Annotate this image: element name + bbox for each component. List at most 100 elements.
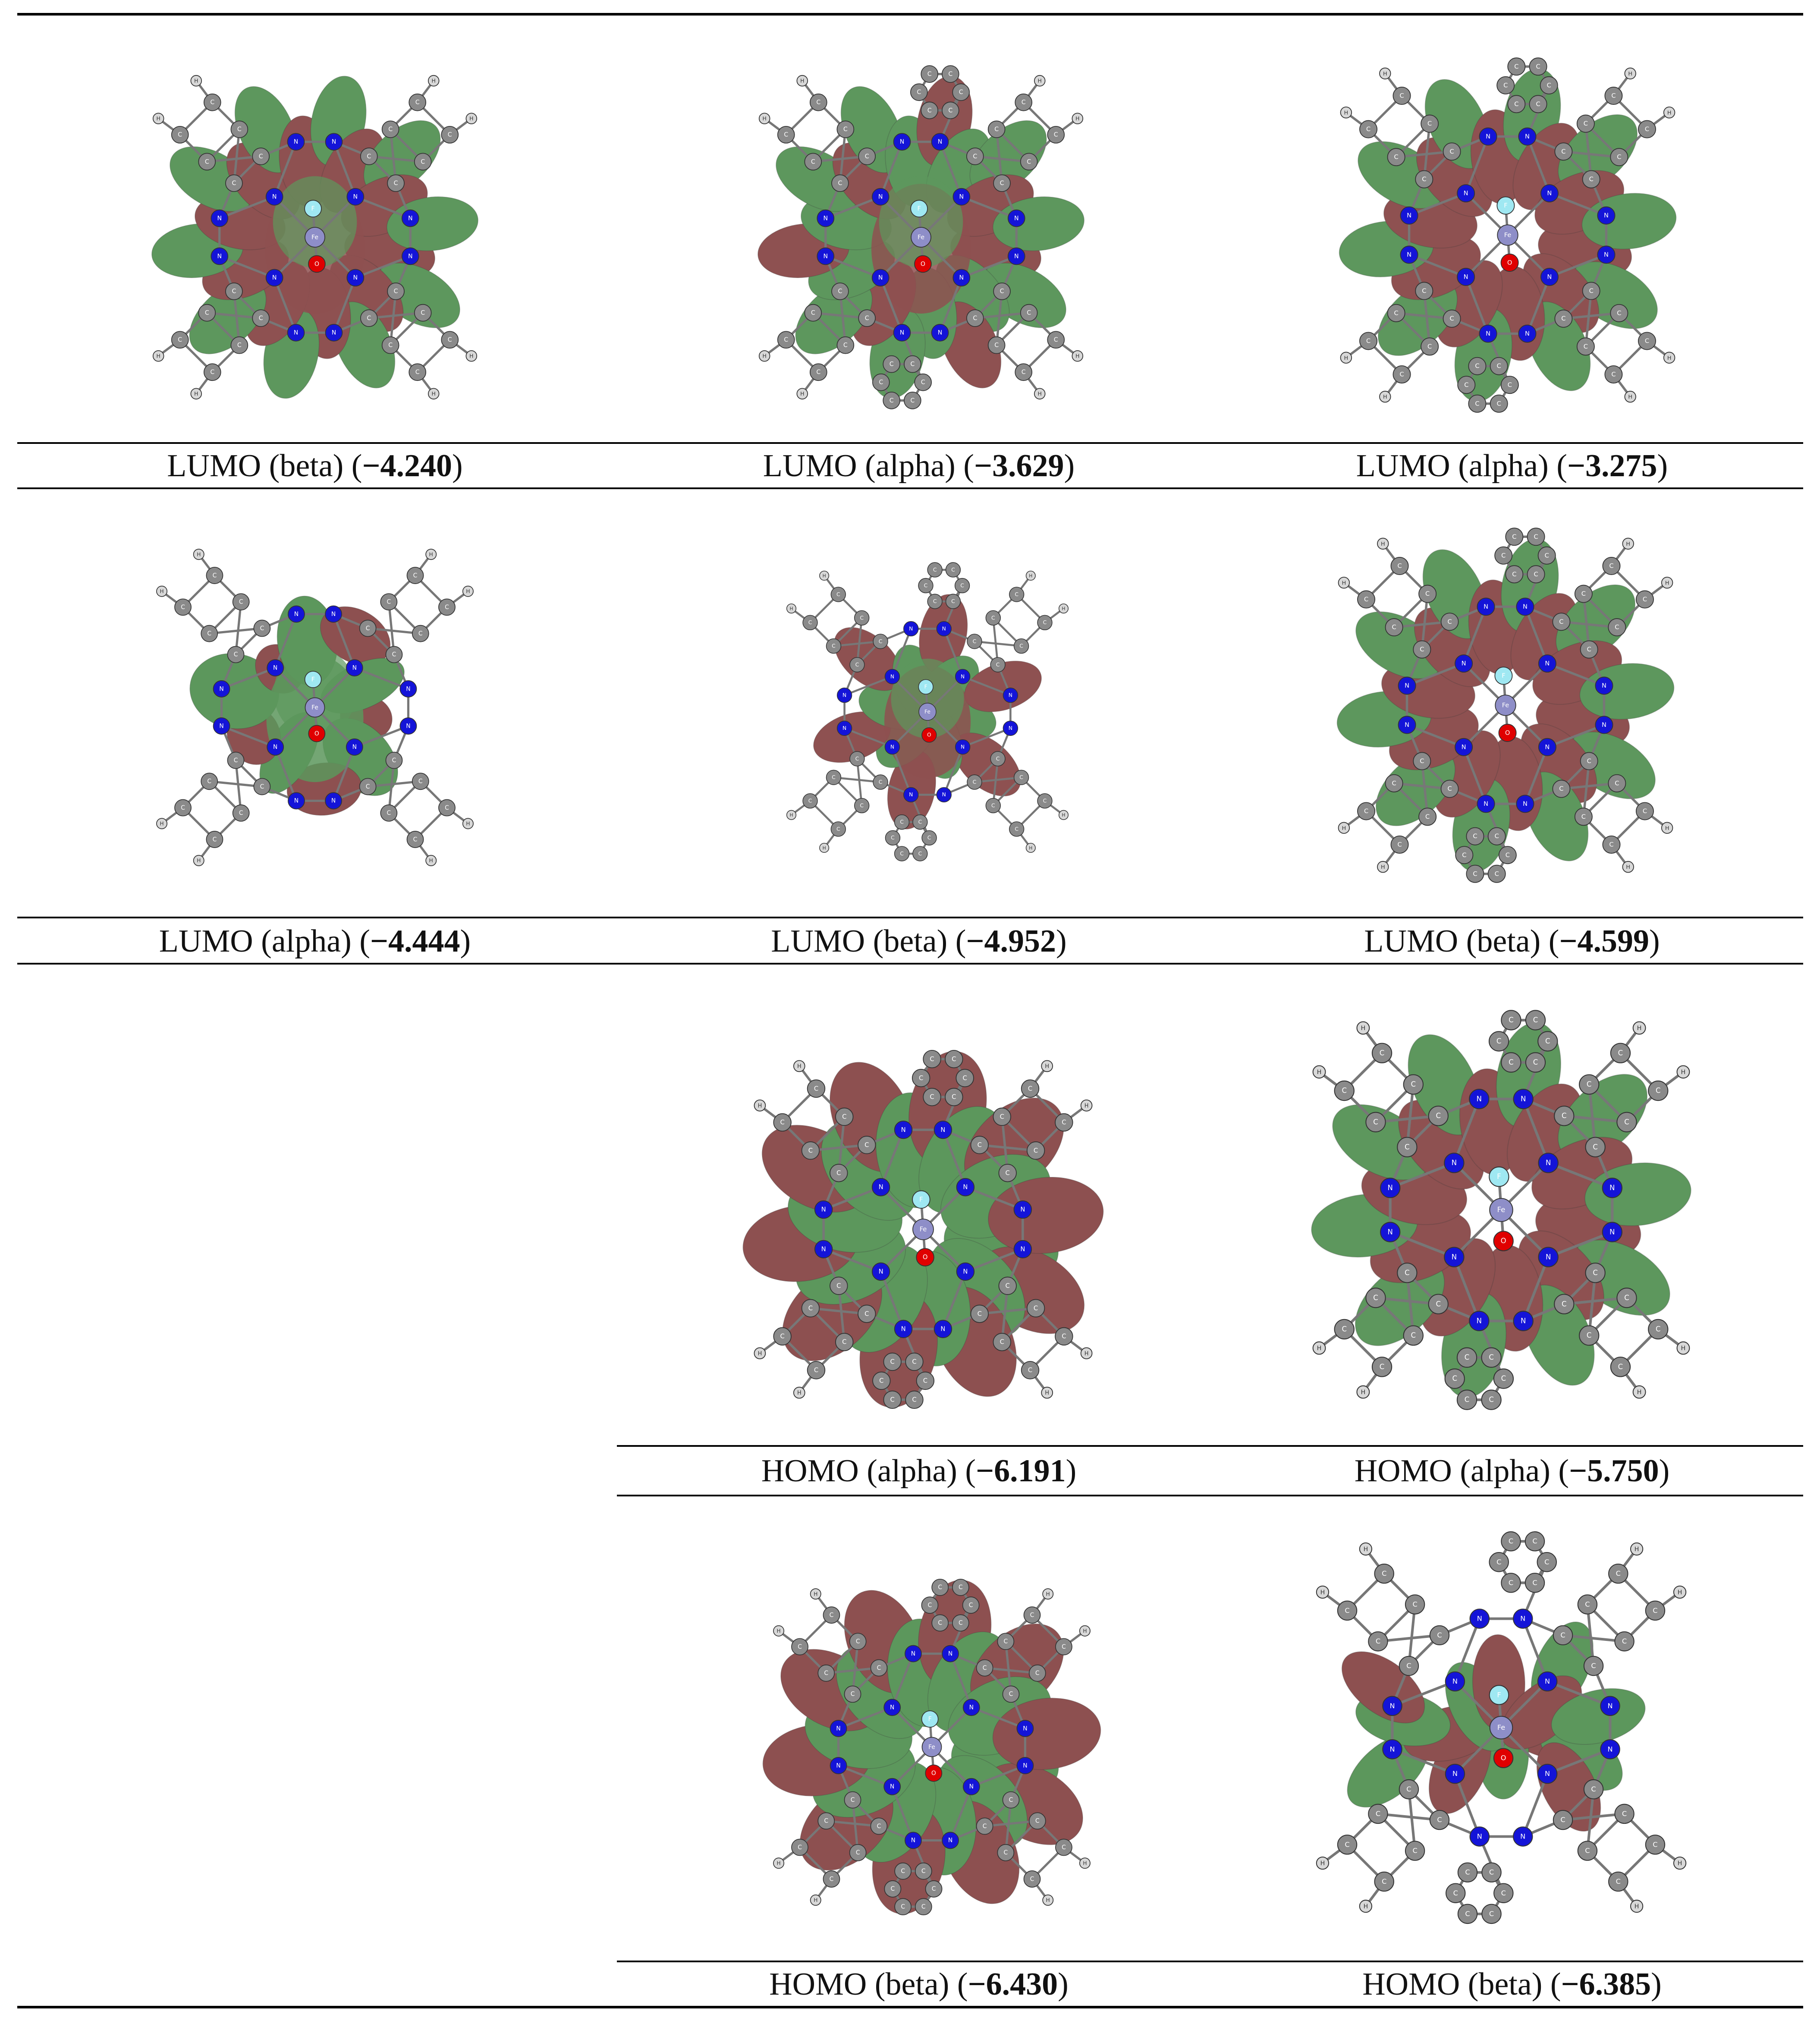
nitrogen-atom — [883, 1778, 901, 1795]
bond — [891, 628, 912, 677]
atom-label: H — [1084, 1103, 1089, 1109]
carbon-atom — [1023, 1870, 1041, 1888]
atom-label: C — [1399, 371, 1404, 378]
atom-label: C — [210, 369, 214, 376]
carbon-atom — [1537, 546, 1556, 565]
carbon-atom — [1552, 613, 1571, 631]
bond — [851, 1641, 859, 1694]
bond — [891, 746, 912, 795]
carbon-atom — [1009, 587, 1025, 602]
atom-label: C — [1536, 63, 1540, 70]
bond — [1584, 123, 1593, 179]
carbon-atom — [381, 120, 399, 138]
atom-label: N — [823, 215, 828, 222]
carbon-atom — [791, 1638, 808, 1656]
nitrogen-atom — [287, 133, 305, 151]
atom-label: H — [1665, 580, 1669, 586]
nitrogen-atom — [1513, 1826, 1533, 1847]
carbon-atom — [1421, 114, 1439, 133]
carbon-atom — [1359, 120, 1378, 138]
nitrogen-atom — [1540, 184, 1559, 203]
atom-label: C — [901, 1903, 905, 1910]
atom-label: H — [1029, 845, 1032, 851]
atom-label: C — [1508, 381, 1512, 389]
bond — [844, 727, 893, 748]
carbon-atom — [1554, 1106, 1575, 1126]
carbon-atom — [967, 774, 982, 790]
carbon-atom — [987, 336, 1006, 354]
atom-label: H — [1361, 1025, 1365, 1032]
atom-label: N — [842, 725, 846, 731]
atom-label: C — [1392, 624, 1396, 631]
atom-label: O — [314, 261, 319, 267]
atom-label: C — [824, 1670, 828, 1677]
nitrogen-atom — [905, 1645, 922, 1662]
atom-label: C — [1645, 337, 1649, 345]
atom-label: C — [811, 310, 815, 317]
atom-label: N — [909, 792, 913, 798]
carbon-atom — [823, 1606, 840, 1624]
atom-label: C — [1364, 596, 1368, 603]
atom-label: N — [1020, 1246, 1025, 1253]
carbon-atom — [1421, 337, 1439, 356]
bond — [856, 758, 863, 806]
carbon-atom — [406, 831, 424, 848]
hydrogen-atom — [773, 1625, 785, 1637]
oxygen-atom — [1493, 1231, 1514, 1251]
atom-label: C — [1495, 870, 1499, 877]
carbon-atom — [990, 751, 1006, 767]
nitrogen-atom — [265, 188, 283, 206]
nitrogen-atom — [952, 269, 971, 287]
atom-label: N — [1546, 1253, 1551, 1261]
atom-label: N — [272, 194, 277, 201]
hydrogen-atom — [1025, 570, 1036, 581]
carbon-atom — [910, 83, 928, 101]
hydrogen-atom — [758, 113, 770, 125]
carbon-atom — [1529, 57, 1547, 76]
oxygen-atom — [914, 255, 932, 273]
bond — [387, 760, 396, 814]
hydrogen-atom — [754, 1099, 766, 1112]
carbon-atom — [826, 770, 842, 785]
atom-label: C — [1611, 371, 1616, 378]
atom-label: N — [1023, 1725, 1027, 1732]
atom-label: C — [924, 582, 928, 588]
oxygen-atom — [308, 255, 326, 273]
atom-label: N — [901, 1126, 906, 1134]
iron-atom — [305, 697, 325, 718]
atom-label: C — [1561, 315, 1565, 322]
carbon-atom — [854, 610, 870, 626]
atom-label: F — [1504, 202, 1507, 209]
atom-label: N — [1547, 190, 1552, 197]
atom-label: C — [890, 1396, 895, 1403]
atom-label: C — [1624, 1118, 1629, 1126]
atom-label: C — [1587, 646, 1591, 653]
atom-label: N — [273, 665, 277, 672]
nitrogen-atom — [1398, 716, 1416, 734]
row3-caption-rule — [617, 1495, 1803, 1496]
atom-label: N — [1452, 1159, 1457, 1167]
atom-label: C — [1447, 618, 1452, 625]
carbon-atom — [1055, 1327, 1073, 1346]
hydrogen-atom — [1673, 1585, 1687, 1599]
carbon-atom — [1047, 331, 1065, 349]
atom-label: C — [830, 1876, 834, 1882]
atom-label: H — [1381, 541, 1385, 547]
nitrogen-atom — [1444, 1247, 1465, 1267]
atom-label: C — [1062, 1844, 1066, 1851]
atom-label: C — [1562, 1300, 1567, 1308]
nitrogen-atom — [962, 1778, 980, 1795]
carbon-atom — [1393, 365, 1411, 383]
atom-label: C — [1462, 852, 1466, 859]
carbon-atom — [998, 1276, 1017, 1295]
atom-label: C — [1054, 132, 1058, 138]
nitrogen-atom — [936, 621, 952, 637]
atom-label: C — [836, 1169, 841, 1177]
carbon-atom — [941, 65, 959, 83]
hydrogen-atom — [1316, 1585, 1330, 1599]
carbon-atom — [1616, 1288, 1637, 1308]
